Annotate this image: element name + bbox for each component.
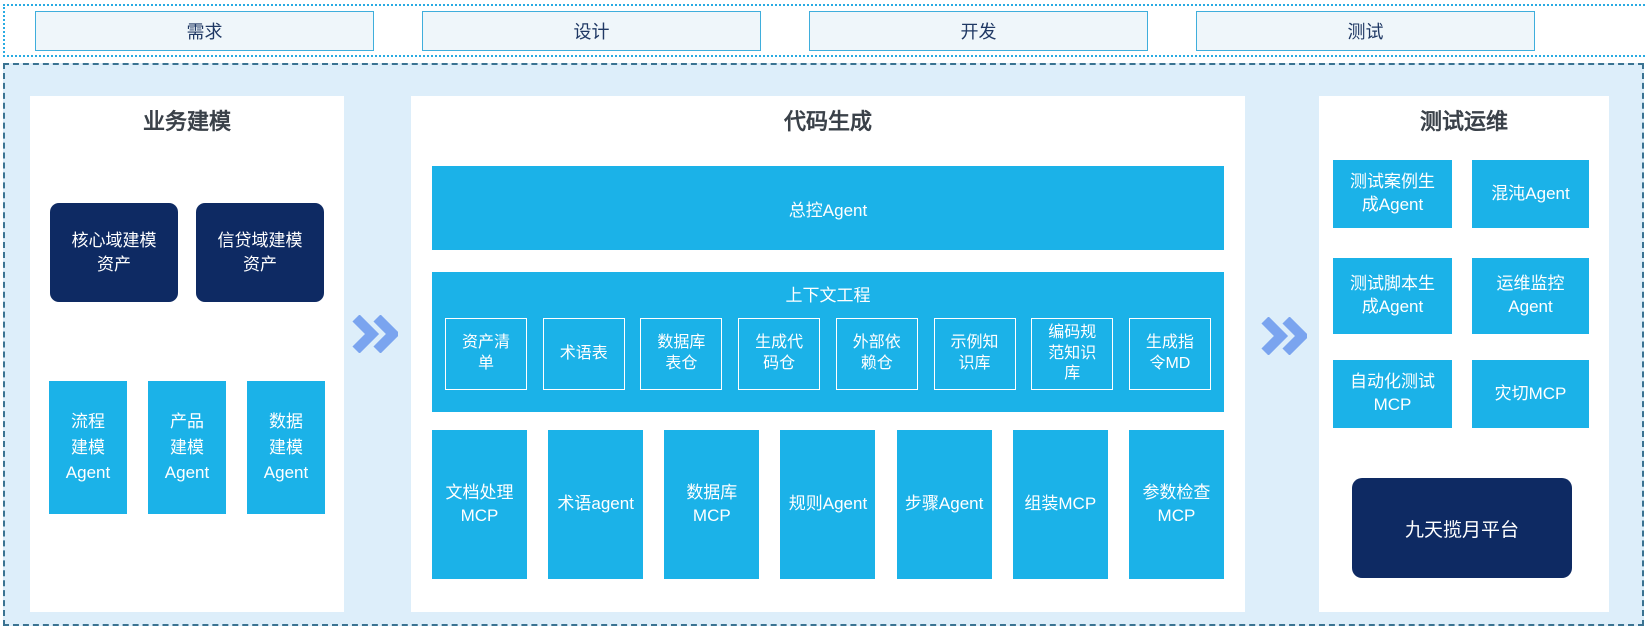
panel-test-ops: 测试运维 测试案例生 成Agent 混沌Agent 测试脚本生 成Agent 运… xyxy=(1319,96,1609,612)
double-chevron-right-icon xyxy=(352,315,398,353)
modeling-asset-row: 核心域建模 资产 信贷域建模 资产 xyxy=(50,203,324,302)
mcp-agent-row: 文档处理 MCP 术语agent 数据库 MCP 规则Agent 步骤Agent… xyxy=(432,430,1224,579)
panel-code-generation: 代码生成 总控Agent 上下文工程 资产清 单 术语表 数据库 表仓 生成代 … xyxy=(411,96,1245,612)
box-doc-processing-mcp: 文档处理 MCP xyxy=(432,430,527,579)
box-rule-agent: 规则Agent xyxy=(780,430,876,579)
box-master-control-agent: 总控Agent xyxy=(432,166,1224,250)
box-example-knowledge-base: 示例知 识库 xyxy=(933,318,1016,390)
main-container: 业务建模 核心域建模 资产 信贷域建模 资产 流程 建模 Agent 产品 建模… xyxy=(3,63,1644,626)
box-step-agent: 步骤Agent xyxy=(896,430,992,579)
box-data-modeling-agent: 数据 建模 Agent xyxy=(247,381,325,514)
box-test-case-gen-agent: 测试案例生 成Agent xyxy=(1333,160,1452,228)
box-core-domain-assets: 核心域建模 资产 xyxy=(50,203,178,302)
panel-business-modeling: 业务建模 核心域建模 资产 信贷域建模 资产 流程 建模 Agent 产品 建模… xyxy=(30,96,344,612)
business-modeling-title: 业务建模 xyxy=(142,109,231,134)
context-engineering-title: 上下文工程 xyxy=(785,286,871,305)
phase-box-design: 设计 xyxy=(422,10,761,51)
double-chevron-right-icon xyxy=(1261,317,1307,355)
box-param-check-mcp: 参数检查 MCP xyxy=(1128,430,1224,579)
box-glossary: 术语表 xyxy=(542,318,625,390)
box-terminology-agent: 术语agent xyxy=(548,430,644,579)
box-product-modeling-agent: 产品 建模 Agent xyxy=(148,381,226,514)
box-disaster-switch-mcp: 灾切MCP xyxy=(1472,360,1589,428)
box-coding-standard-knowledge-base: 编码规 范知识 库 xyxy=(1031,318,1114,390)
box-asset-list: 资产清 单 xyxy=(445,318,527,390)
context-item-row: 资产清 单 术语表 数据库 表仓 生成代 码仓 外部依 赖仓 示例知 识库 编码… xyxy=(445,318,1211,390)
box-credit-domain-assets: 信贷域建模 资产 xyxy=(196,203,324,302)
modeling-agent-row: 流程 建模 Agent 产品 建模 Agent 数据 建模 Agent xyxy=(49,381,325,514)
box-automated-testing-mcp: 自动化测试 MCP xyxy=(1333,360,1452,428)
box-generation-instruction-md: 生成指 令MD xyxy=(1128,318,1211,390)
phase-box-development: 开发 xyxy=(809,10,1148,51)
box-jiutian-lanyue-platform: 九天揽月平台 xyxy=(1352,478,1572,578)
box-external-dependency-repo: 外部依 赖仓 xyxy=(835,318,918,390)
context-engineering-bar: 上下文工程 资产清 单 术语表 数据库 表仓 生成代 码仓 外部依 赖仓 示例知… xyxy=(432,272,1224,412)
box-db-table-repo: 数据库 表仓 xyxy=(640,318,723,390)
box-assembly-mcp: 组装MCP xyxy=(1012,430,1108,579)
box-chaos-agent: 混沌Agent xyxy=(1472,160,1589,228)
box-generated-code-repo: 生成代 码仓 xyxy=(738,318,821,390)
phase-box-testing: 测试 xyxy=(1196,10,1535,51)
test-ops-title: 测试运维 xyxy=(1419,109,1508,134)
box-ops-monitoring-agent: 运维监控 Agent xyxy=(1472,258,1589,334)
phase-box-requirements: 需求 xyxy=(35,10,374,51)
box-process-modeling-agent: 流程 建模 Agent xyxy=(49,381,127,514)
code-generation-title: 代码生成 xyxy=(783,109,872,134)
box-database-mcp: 数据库 MCP xyxy=(664,430,760,579)
phase-strip: 需求 设计 开发 测试 xyxy=(3,4,1647,57)
box-test-script-gen-agent: 测试脚本生 成Agent xyxy=(1333,258,1452,334)
